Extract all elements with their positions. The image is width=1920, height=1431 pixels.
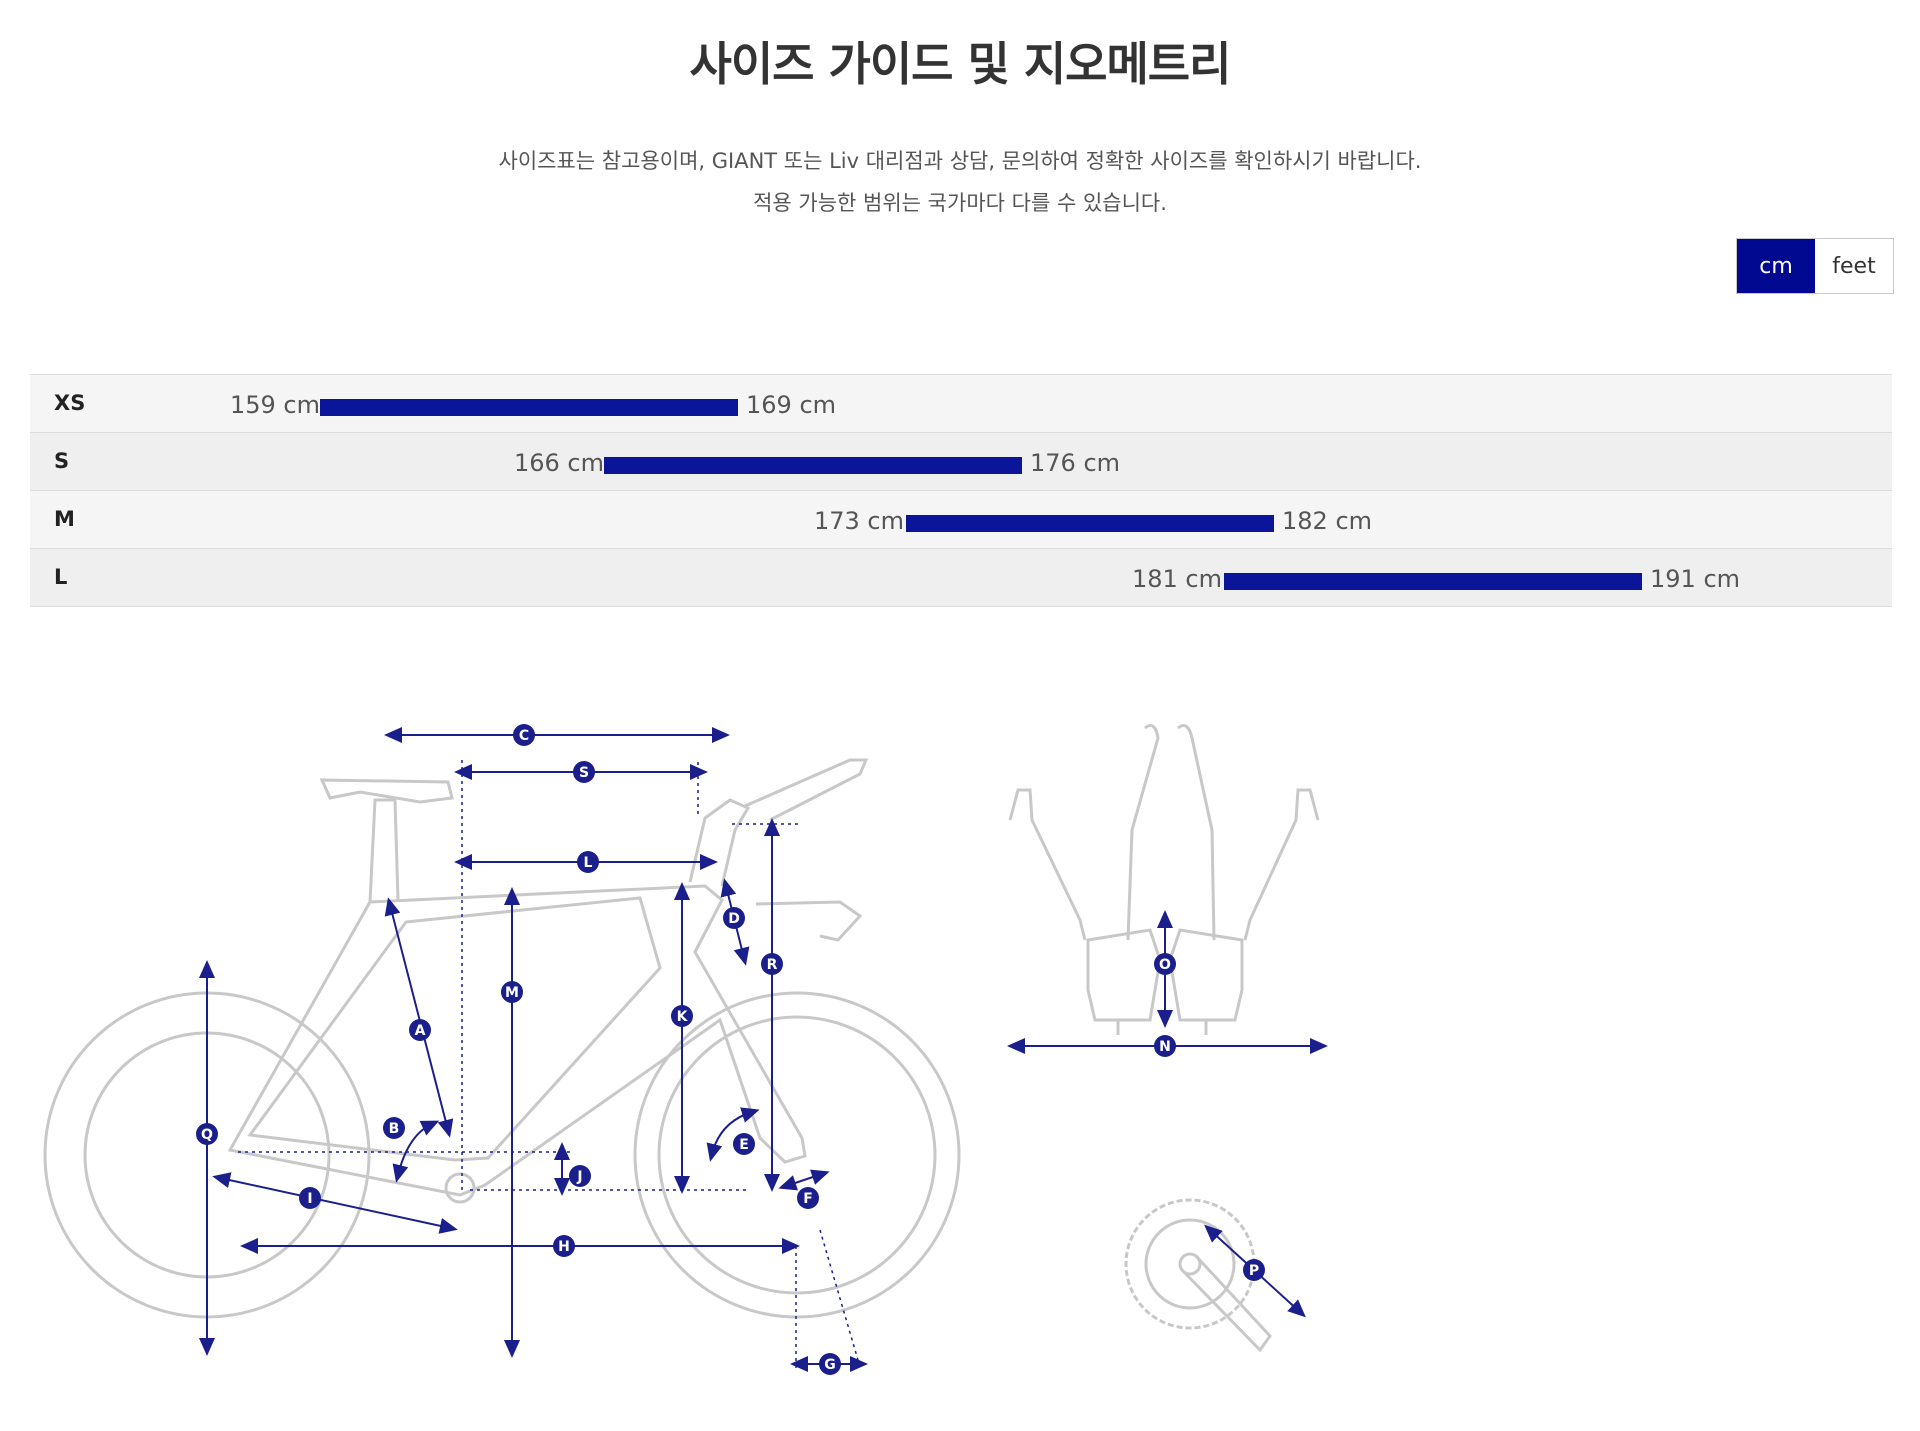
size-row-l: L 181 cm 191 cm bbox=[30, 548, 1892, 607]
range-max: 176 cm bbox=[1030, 449, 1121, 477]
svg-text:F: F bbox=[803, 1191, 813, 1207]
label-b: B bbox=[383, 1117, 405, 1139]
range-min: 173 cm bbox=[813, 507, 904, 535]
dim-arc-b bbox=[392, 1120, 440, 1183]
svg-text:N: N bbox=[1159, 1039, 1171, 1055]
label-i: I bbox=[299, 1187, 321, 1209]
range-max: 191 cm bbox=[1650, 565, 1741, 593]
range-min: 159 cm bbox=[229, 391, 320, 419]
page-title: 사이즈 가이드 및 지오메트리 bbox=[689, 37, 1232, 91]
front-wheel-inner bbox=[657, 1015, 937, 1295]
size-row-s: S 166 cm 176 cm bbox=[30, 432, 1892, 490]
saddle bbox=[319, 778, 454, 804]
base-bar bbox=[755, 900, 863, 942]
label-m: M bbox=[501, 981, 523, 1003]
range-min: 166 cm bbox=[513, 449, 604, 477]
unit-toggle[interactable]: cm feet bbox=[1736, 238, 1894, 294]
label-d: D bbox=[723, 907, 745, 929]
range-max: 169 cm bbox=[746, 391, 837, 419]
svg-text:D: D bbox=[728, 911, 740, 927]
svg-text:S: S bbox=[579, 765, 589, 781]
size-label: M bbox=[54, 507, 75, 531]
size-label: XS bbox=[54, 391, 86, 415]
range-bar bbox=[604, 457, 1022, 474]
front-wheel-outer bbox=[633, 991, 961, 1319]
svg-text:E: E bbox=[739, 1137, 749, 1153]
base-bar-right bbox=[1243, 788, 1320, 941]
aero-extension-right bbox=[1177, 724, 1216, 941]
size-range-table: XS 159 cm 169 cm S 166 cm 176 cm M 173 c… bbox=[30, 374, 1892, 607]
stem bbox=[688, 798, 751, 887]
label-r: R bbox=[761, 953, 783, 975]
aerobar bbox=[744, 758, 869, 822]
geometry-diagram: C S L D R M K A B Q E J I F H G O N bbox=[43, 724, 1328, 1375]
svg-text:Q: Q bbox=[201, 1127, 213, 1143]
chainring-inner bbox=[1144, 1218, 1236, 1310]
svg-text:P: P bbox=[1249, 1263, 1259, 1279]
armpad-right bbox=[1168, 928, 1244, 1022]
label-c: C bbox=[513, 724, 535, 746]
crank-spindle bbox=[1178, 1252, 1202, 1276]
svg-text:K: K bbox=[677, 1009, 689, 1025]
label-p: P bbox=[1243, 1259, 1265, 1281]
svg-text:H: H bbox=[558, 1239, 570, 1255]
seatpost bbox=[368, 798, 400, 903]
label-a: A bbox=[409, 1019, 431, 1041]
label-k: K bbox=[671, 1005, 693, 1027]
svg-text:J: J bbox=[576, 1169, 582, 1185]
svg-text:B: B bbox=[389, 1121, 400, 1137]
label-j: J bbox=[569, 1165, 591, 1187]
dimension-labels: C S L D R M K A B Q E J I F H G bbox=[196, 724, 841, 1375]
dimension-guides bbox=[238, 760, 859, 1370]
range-min: 181 cm bbox=[1131, 565, 1222, 593]
svg-text:R: R bbox=[767, 957, 778, 973]
label-n: N bbox=[1154, 1035, 1176, 1057]
svg-text:M: M bbox=[505, 985, 519, 1001]
dim-line-i bbox=[212, 1172, 458, 1234]
dim-line-f bbox=[778, 1169, 830, 1191]
size-row-xs: XS 159 cm 169 cm bbox=[30, 374, 1892, 432]
size-row-m: M 173 cm 182 cm bbox=[30, 490, 1892, 548]
description-line-2: 적용 가능한 범위는 국가마다 다를 수 있습니다. bbox=[753, 191, 1167, 215]
label-s: S bbox=[573, 761, 595, 783]
guide-trail bbox=[819, 1229, 859, 1361]
size-label: L bbox=[54, 565, 68, 589]
label-f: F bbox=[797, 1187, 819, 1209]
svg-text:O: O bbox=[1159, 957, 1171, 973]
size-guide-description: 사이즈표는 참고용이며, GIANT 또는 Liv 대리점과 상담, 문의하여 … bbox=[0, 140, 1920, 224]
base-bar-left bbox=[1008, 788, 1087, 941]
size-label: S bbox=[54, 449, 70, 473]
range-bar bbox=[1224, 573, 1642, 590]
description-line-1: 사이즈표는 참고용이며, GIANT 또는 Liv 대리점과 상담, 문의하여 … bbox=[498, 149, 1422, 173]
label-h: H bbox=[553, 1235, 575, 1257]
unit-feet-button[interactable]: feet bbox=[1815, 239, 1893, 293]
label-e: E bbox=[733, 1133, 755, 1155]
dim-arc-e bbox=[706, 1107, 760, 1162]
bottom-bracket bbox=[444, 1172, 476, 1204]
dimension-lines bbox=[199, 727, 868, 1372]
label-l: L bbox=[577, 851, 599, 873]
svg-text:L: L bbox=[584, 855, 593, 871]
unit-cm-button[interactable]: cm bbox=[1737, 239, 1815, 293]
armpad-left bbox=[1086, 928, 1162, 1022]
svg-text:G: G bbox=[824, 1357, 836, 1373]
frame-inner-outline bbox=[247, 896, 662, 1162]
label-q: Q bbox=[196, 1123, 218, 1145]
aerobar-top-view bbox=[1008, 724, 1320, 1035]
aero-extension-left bbox=[1126, 724, 1160, 941]
svg-text:I: I bbox=[307, 1191, 312, 1207]
range-max: 182 cm bbox=[1282, 507, 1373, 535]
range-bar bbox=[906, 515, 1274, 532]
svg-text:A: A bbox=[415, 1023, 426, 1039]
label-g: G bbox=[819, 1353, 841, 1375]
range-bar bbox=[320, 399, 738, 416]
svg-text:C: C bbox=[519, 728, 529, 744]
label-o: O bbox=[1154, 953, 1176, 975]
bike-side-view bbox=[43, 758, 961, 1319]
dim-line-a bbox=[384, 897, 454, 1138]
